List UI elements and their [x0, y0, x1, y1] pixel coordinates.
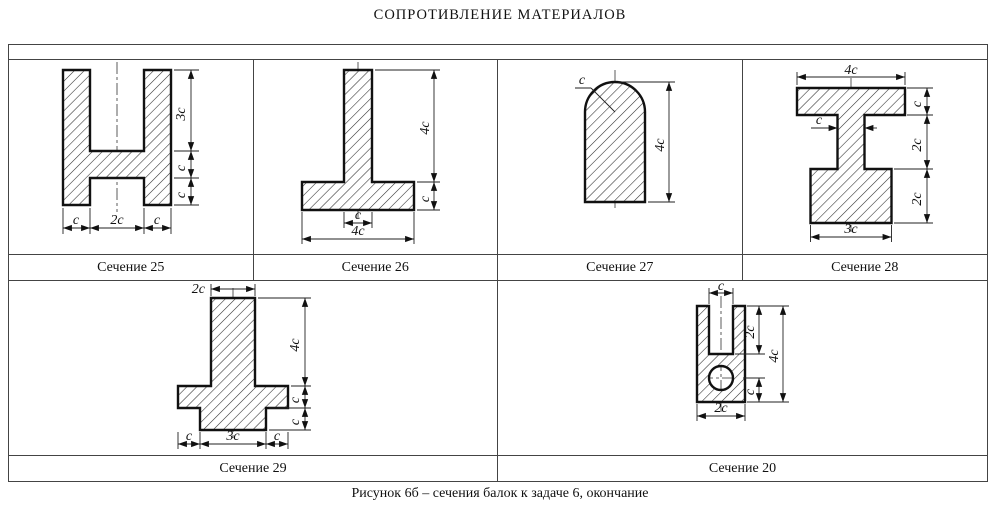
section-28-label: Сечение 28 [742, 254, 987, 280]
section-20-drawing: c 2c c 4c 2c [498, 281, 987, 455]
section-26-cell: 4c c c 4c Сечение 26 [253, 60, 498, 281]
section-27-shape [583, 80, 646, 204]
section-28-cell: 4c c 2c 2c c 3c Сечение 28 [742, 60, 988, 281]
dim-label: c [288, 396, 303, 403]
dim-label: c [186, 429, 193, 444]
dim-label: 2c [910, 138, 925, 152]
dim-label: c [910, 100, 925, 107]
dim-label: 3c [844, 222, 859, 237]
section-25-shape [62, 68, 173, 207]
section-29-svg: 2c 4c c c c 3c c [176, 282, 311, 449]
section-20-svg: c 2c c 4c 2c [695, 282, 789, 421]
sections-table: 3c c c c 2c c Сечение 25 [8, 44, 988, 482]
dim-label: c [154, 213, 161, 228]
dim-label: 4c [351, 224, 365, 239]
dim-label: 2c [192, 282, 206, 297]
dim-label: 4c [418, 121, 433, 135]
figure-caption: Рисунок 6б – сечения балок к задаче 6, о… [351, 486, 649, 501]
section-25-cell: 3c c c c 2c c Сечение 25 [9, 60, 254, 281]
dim-label: c [717, 282, 724, 294]
section-29-shape [176, 296, 290, 432]
section-28-drawing: 4c c 2c 2c c 3c [743, 60, 988, 254]
section-28-shape [796, 86, 907, 225]
dim-label: 4c [845, 63, 859, 78]
dimension-lines [797, 73, 931, 241]
section-27-cell: c 4c Сечение 27 [498, 60, 743, 281]
dim-label: 2c [111, 213, 125, 228]
dim-label: 4c [653, 138, 668, 152]
dim-label: 3c [225, 429, 240, 444]
section-29-label: Сечение 29 [9, 455, 497, 481]
dim-label: 4c [288, 338, 303, 352]
section-29-drawing: 2c 4c c c c 3c c [9, 281, 497, 455]
section-20-shape [695, 304, 746, 404]
extension-lines [617, 81, 675, 203]
radius-leader [574, 87, 616, 113]
dim-label: c [288, 418, 303, 425]
extension-lines [62, 69, 200, 234]
dimension-lines [696, 289, 786, 420]
section-26-drawing: 4c c c 4c [254, 60, 498, 254]
table-header-strip [9, 45, 987, 60]
section-20-cell: c 2c c 4c 2c Сечение 20 [498, 281, 987, 481]
page-title: СОПРОТИВЛЕНИЕ МАТЕРИАЛОВ [373, 7, 627, 23]
section-29-cell: 2c 4c c c c 3c c Сечение 29 [9, 281, 498, 481]
section-26-label: Сечение 26 [253, 254, 497, 280]
dimension-lines [301, 70, 437, 243]
section-28-svg: 4c c 2c 2c c 3c [796, 63, 934, 242]
dim-label: 2c [910, 192, 925, 206]
section-27-label: Сечение 27 [498, 254, 742, 280]
section-27-drawing: c 4c [498, 60, 742, 254]
dim-label: c [73, 213, 80, 228]
dimension-lines [178, 285, 309, 448]
dim-label: c [743, 388, 758, 395]
section-26-svg: 4c c c 4c [300, 62, 440, 244]
dim-label: c [174, 164, 189, 171]
dim-label: 2c [714, 401, 728, 416]
section-27-svg: c 4c [574, 70, 675, 210]
dim-label: 4c [767, 349, 782, 363]
section-26-shape [300, 68, 415, 212]
dim-label: c [274, 429, 281, 444]
dim-label: c [816, 113, 823, 128]
section-25-svg: 3c c c c 2c c [62, 62, 200, 234]
dim-label: c [579, 73, 586, 88]
dim-label: 2c [743, 325, 758, 339]
section-25-drawing: 3c c c c 2c c [9, 60, 253, 254]
dim-label: 3c [174, 107, 189, 122]
section-20-label: Сечение 20 [498, 455, 987, 481]
dimension-lines [63, 70, 195, 232]
dim-label: c [418, 195, 433, 202]
dim-label: c [355, 208, 362, 223]
section-25-label: Сечение 25 [9, 254, 253, 280]
dim-label: c [174, 191, 189, 198]
